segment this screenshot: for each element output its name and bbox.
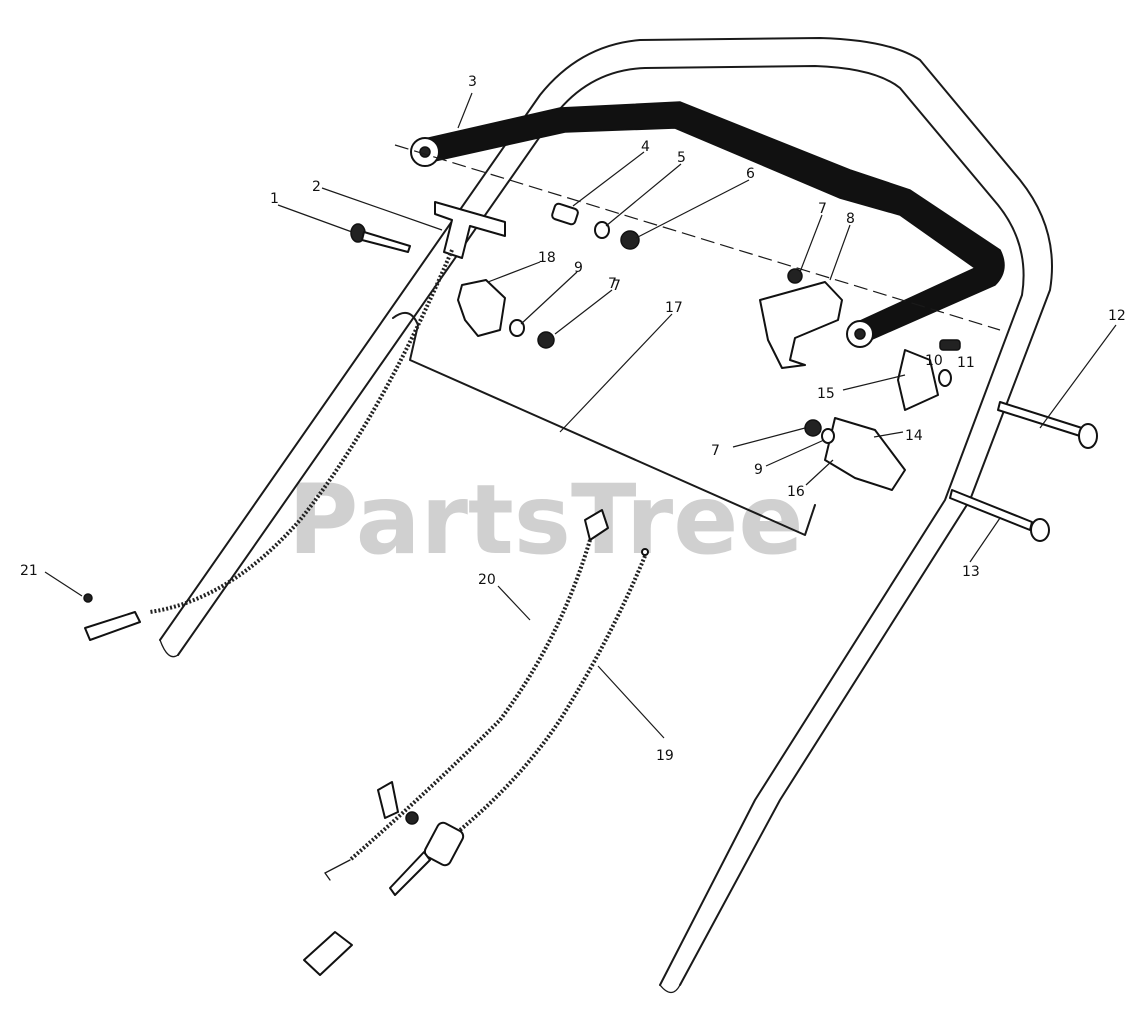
callout-19: 19 [656,748,674,764]
nut-7b [804,419,822,437]
washer-5 [594,221,610,239]
callout-7-mid: 7 [608,276,617,292]
callout-20: 20 [478,572,496,588]
callout-3: 3 [468,74,477,90]
nut-6 [620,230,640,250]
washer-11 [938,369,952,387]
washer-9 [509,319,525,337]
washer-9b [821,428,835,444]
spacer-4 [551,202,579,226]
pivot-15 [897,349,939,411]
callout-9-low: 9 [754,462,763,478]
callout-7-low: 7 [711,443,720,459]
callout-9-top: 9 [574,260,583,276]
bolt-13 [949,489,1050,542]
callout-15: 15 [817,386,835,402]
callout-6: 6 [746,166,755,182]
handle-tube [159,37,1053,994]
callout-16: 16 [787,484,805,500]
bolt-10 [939,339,961,351]
callout-2: 2 [312,179,321,195]
nut-7a [537,331,555,349]
callout-7-left: 7 [612,278,621,294]
cable-main [149,249,454,614]
leader-lines [44,92,1117,739]
watermark-text: PartsTree [288,464,803,576]
callout-7-top: 7 [818,201,827,217]
callout-8: 8 [846,211,855,227]
callout-21: 21 [20,563,38,579]
cable-19 [303,548,649,976]
bracket-2 [434,201,506,259]
callout-4: 4 [641,139,650,155]
callout-12: 12 [1108,308,1126,324]
handle-bar-3 [394,101,1005,348]
callout-11: 11 [957,355,975,371]
cable-20 [324,509,609,881]
bolt-1 [350,223,411,253]
bolt-12 [997,401,1098,449]
callout-17: 17 [665,300,683,316]
callout-13: 13 [962,564,980,580]
rod-17 [392,311,816,536]
bracket-18 [457,279,506,337]
callout-1: 1 [270,191,279,207]
callout-5: 5 [677,150,686,166]
callout-18: 18 [538,250,556,266]
cable-end-21 [83,593,141,641]
callout-14: 14 [905,428,923,444]
housing-16 [824,417,906,491]
callouts: 1 2 3 4 5 6 7 8 7 9 18 7 17 10 11 12 15 … [20,74,1126,764]
callout-10: 10 [925,353,943,369]
latch-bracket-8 [759,268,843,369]
